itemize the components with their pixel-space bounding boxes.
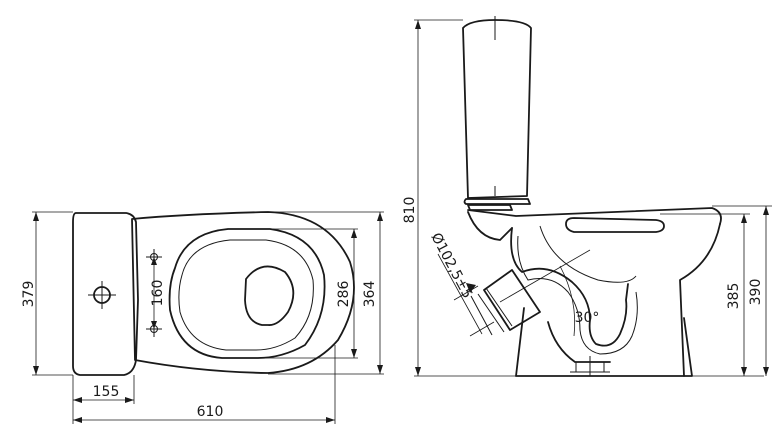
- depth-label: 379: [21, 281, 37, 308]
- bowl-opening: [178, 239, 314, 351]
- seat-outline: [168, 228, 326, 359]
- bowl-depth-label: 364: [362, 281, 378, 308]
- outlet-angle-label: 30°: [575, 310, 600, 326]
- bowl-back: [467, 211, 513, 241]
- outlet-offset-label: 155: [93, 384, 120, 400]
- total-height-label: 810: [402, 197, 418, 224]
- rim-slot: [565, 217, 665, 233]
- bowl-rim: [467, 207, 722, 225]
- top-view: 379 160 286 364 155 610: [21, 211, 384, 424]
- fixing-spacing-label: 160: [150, 280, 166, 307]
- outlet-diameter-label: Ø102,5±5: [427, 230, 475, 301]
- trapway: [510, 227, 629, 347]
- outlet-shape: [244, 265, 295, 326]
- side-view: 810 385 390 Ø102,5±5 30°: [402, 16, 772, 377]
- cistern-outline: [72, 212, 139, 376]
- bowl-outline: [131, 211, 355, 374]
- bowl-front: [679, 223, 721, 377]
- seat-depth-label: 286: [336, 281, 352, 308]
- cistern-side-outline: [462, 19, 532, 199]
- overall-rim-height-label: 390: [748, 279, 764, 306]
- rim-height-label: 385: [726, 283, 742, 310]
- width-label: 610: [197, 404, 224, 420]
- outlet-pipe: [483, 269, 541, 331]
